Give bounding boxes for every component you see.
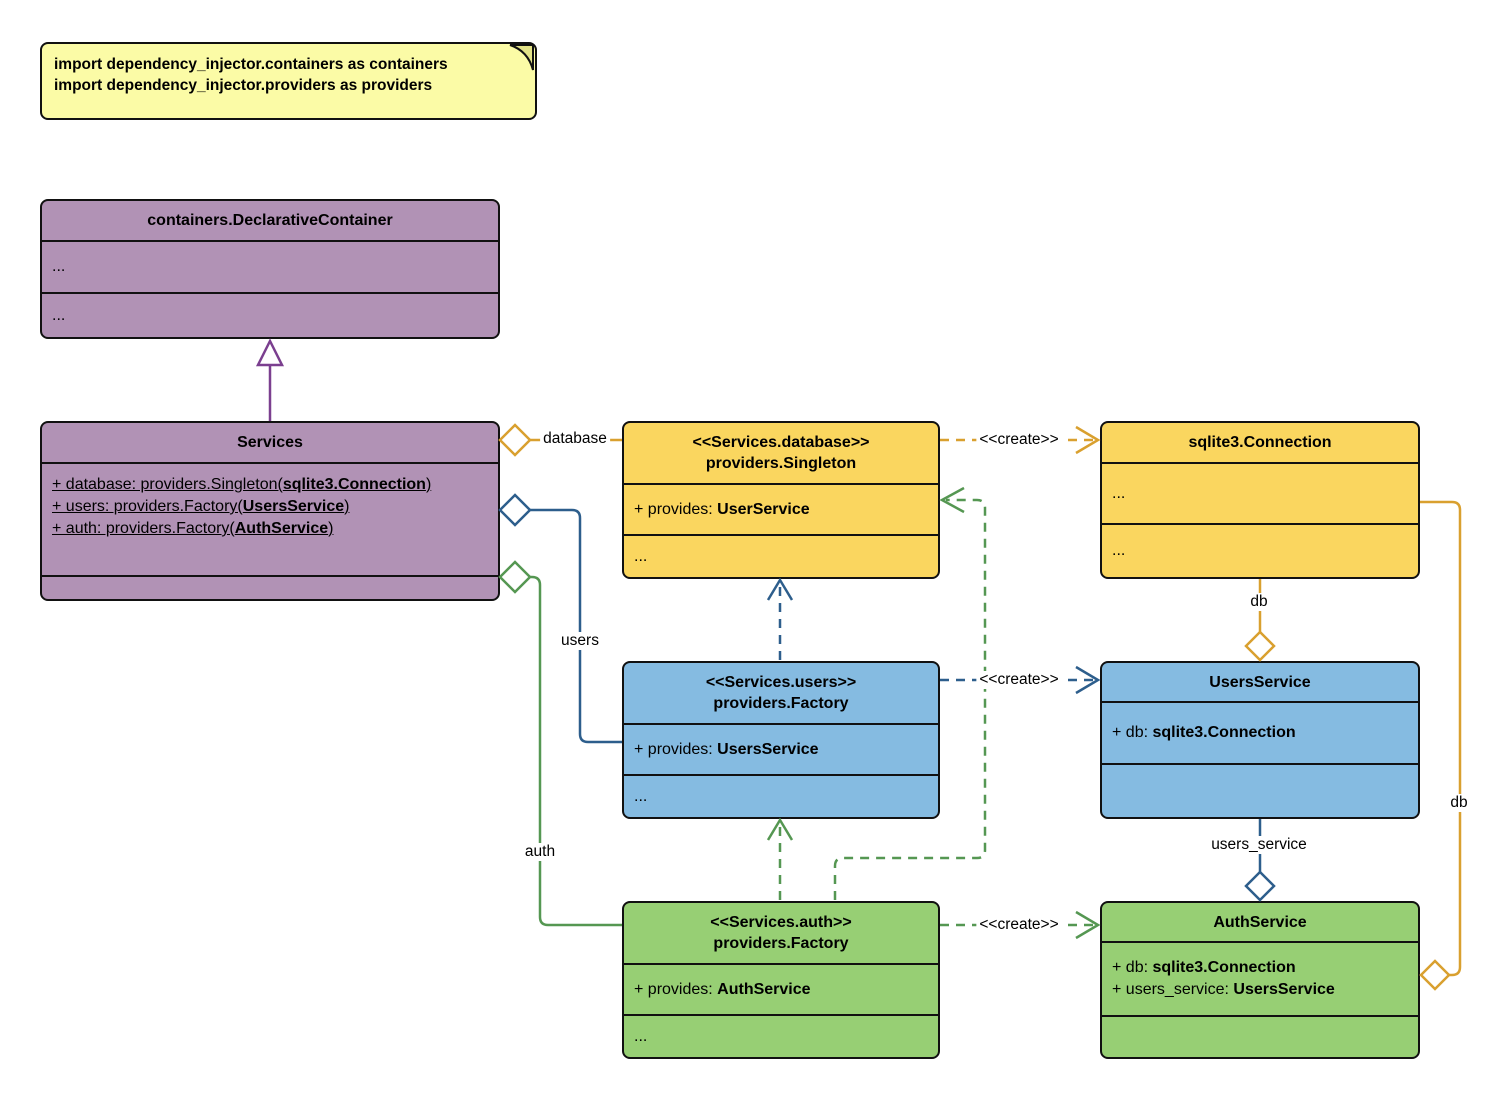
class-member: + auth: providers.Factory(AuthService)	[52, 520, 334, 537]
class-stereotype: <<Services.users>>	[705, 674, 857, 691]
class-title-text: AuthService	[1213, 913, 1307, 931]
class-member: ...	[52, 306, 66, 324]
class-title: <<Services.users>> providers.Factory	[624, 663, 938, 725]
class-member: + provides: AuthService	[634, 980, 811, 998]
class-users-factory: <<Services.users>> providers.Factory + p…	[622, 661, 940, 819]
edge-label-create-users: <<create>>	[976, 671, 1062, 689]
class-title: AuthService	[1102, 903, 1418, 943]
class-methods	[1102, 765, 1418, 817]
class-title-text: sqlite3.Connection	[1188, 434, 1332, 451]
edge-label-create-database: <<create>>	[976, 431, 1062, 449]
aggregation-users-connector	[498, 493, 622, 744]
class-attributes: ...	[1102, 464, 1418, 525]
class-title: sqlite3.Connection	[1102, 423, 1418, 464]
aggregation-db-auth-connector	[1419, 500, 1462, 991]
note-line: import dependency_injector.containers as…	[54, 56, 448, 73]
class-title-text: providers.Factory	[713, 935, 849, 952]
edge-label-create-auth: <<create>>	[976, 916, 1062, 934]
class-title-text: Services	[237, 434, 303, 451]
class-member: + database: providers.Singleton(sqlite3.…	[52, 476, 432, 493]
edge-label-users-service: users_service	[1208, 836, 1310, 854]
class-methods: ...	[42, 294, 498, 337]
import-note: import dependency_injector.containers as…	[40, 42, 537, 120]
class-attributes: ...	[42, 242, 498, 294]
class-title-text: UsersService	[1209, 673, 1311, 691]
dependency-auth-to-users-connector	[766, 817, 794, 900]
edge-label-users: users	[558, 632, 602, 650]
class-stereotype: <<Services.database>>	[692, 434, 870, 451]
class-users-service: UsersService + db: sqlite3.Connection	[1100, 661, 1420, 819]
class-database-singleton: <<Services.database>> providers.Singleto…	[622, 421, 940, 579]
class-attributes: + provides: UserService	[624, 485, 938, 536]
class-title-text: containers.DeclarativeContainer	[147, 212, 393, 229]
note-fold-icon	[509, 44, 534, 71]
class-member: ...	[1112, 484, 1126, 502]
class-title: UsersService	[1102, 663, 1418, 703]
class-title: <<Services.auth>> providers.Factory	[624, 903, 938, 965]
class-title: Services	[42, 423, 498, 464]
class-attributes: + provides: AuthService	[624, 965, 938, 1016]
inheritance-connector	[255, 338, 285, 421]
class-member: + users: providers.Factory(UsersService)	[52, 498, 350, 515]
class-attributes: + db: sqlite3.Connection + users_service…	[1102, 943, 1418, 1017]
class-title: <<Services.database>> providers.Singleto…	[624, 423, 938, 485]
aggregation-users-service-connector	[1244, 819, 1276, 902]
class-stereotype: <<Services.auth>>	[710, 914, 852, 931]
class-sqlite3-connection: sqlite3.Connection ... ...	[1100, 421, 1420, 579]
class-title: containers.DeclarativeContainer	[42, 201, 498, 242]
class-member: ...	[634, 787, 648, 805]
aggregation-db-users-connector	[1244, 579, 1276, 662]
class-methods: ...	[1102, 525, 1418, 577]
class-methods: ...	[624, 1016, 938, 1057]
class-member: + users_service: UsersService	[1112, 981, 1335, 998]
class-declarative-container: containers.DeclarativeContainer ... ...	[40, 199, 500, 339]
class-methods: ...	[624, 536, 938, 577]
aggregation-auth-connector	[498, 560, 622, 927]
class-methods	[42, 577, 498, 599]
class-title-text: providers.Factory	[713, 695, 849, 712]
class-methods: ...	[624, 776, 938, 817]
dependency-users-to-singleton-connector	[766, 577, 794, 660]
edge-label-db-users: db	[1247, 593, 1271, 611]
edge-label-auth: auth	[521, 843, 559, 861]
class-attributes: + db: sqlite3.Connection	[1102, 703, 1418, 765]
class-services: Services + database: providers.Singleton…	[40, 421, 500, 601]
note-line: import dependency_injector.providers as …	[54, 77, 433, 94]
class-member: + db: sqlite3.Connection	[1112, 959, 1296, 976]
class-auth-factory: <<Services.auth>> providers.Factory + pr…	[622, 901, 940, 1059]
class-title-text: providers.Singleton	[705, 455, 857, 472]
class-attributes: + provides: UsersService	[624, 725, 938, 776]
class-member: + provides: UsersService	[634, 740, 819, 758]
class-auth-service: AuthService + db: sqlite3.Connection + u…	[1100, 901, 1420, 1059]
class-attributes: + database: providers.Singleton(sqlite3.…	[42, 464, 498, 577]
class-member: ...	[52, 258, 66, 275]
class-member: + provides: UserService	[634, 500, 810, 518]
class-member: ...	[1112, 542, 1126, 559]
edge-label-database: database	[540, 430, 610, 448]
class-methods	[1102, 1017, 1418, 1057]
class-member: + db: sqlite3.Connection	[1112, 724, 1296, 741]
class-member: ...	[634, 547, 648, 565]
edge-label-db-auth: db	[1447, 794, 1471, 812]
class-member: ...	[634, 1027, 648, 1045]
